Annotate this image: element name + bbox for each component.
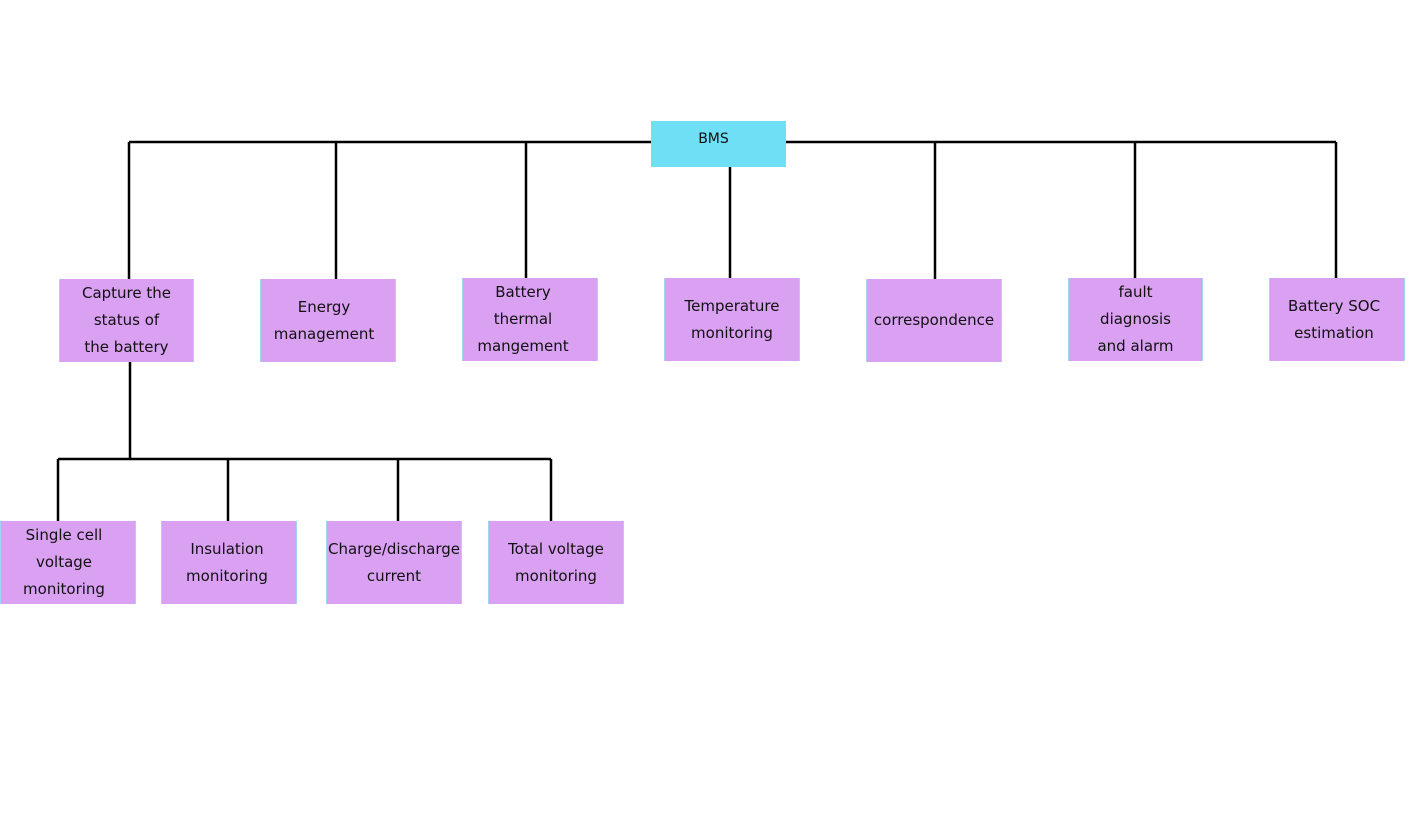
insulation-monitoring-node: Insulation monitoring [161, 521, 297, 604]
correspondence-node: correspondence [866, 279, 1002, 362]
total-voltage-node: Total voltage monitoring [488, 521, 624, 604]
battery-thermal-node: Battery thermal mangement [462, 278, 598, 361]
bms-root-node: BMS [651, 121, 786, 167]
fault-diagnosis-node: fault diagnosis and alarm [1068, 278, 1203, 361]
single-cell-voltage-node: Single cell voltage monitoring [0, 521, 136, 604]
charge-discharge-node: Charge/discharge current [326, 521, 462, 604]
temperature-monitoring-node: Temperature monitoring [664, 278, 800, 361]
battery-soc-node: Battery SOC estimation [1269, 278, 1405, 361]
energy-management-node: Energy management [260, 279, 396, 362]
capture-status-node: Capture the status of the battery [59, 279, 194, 362]
